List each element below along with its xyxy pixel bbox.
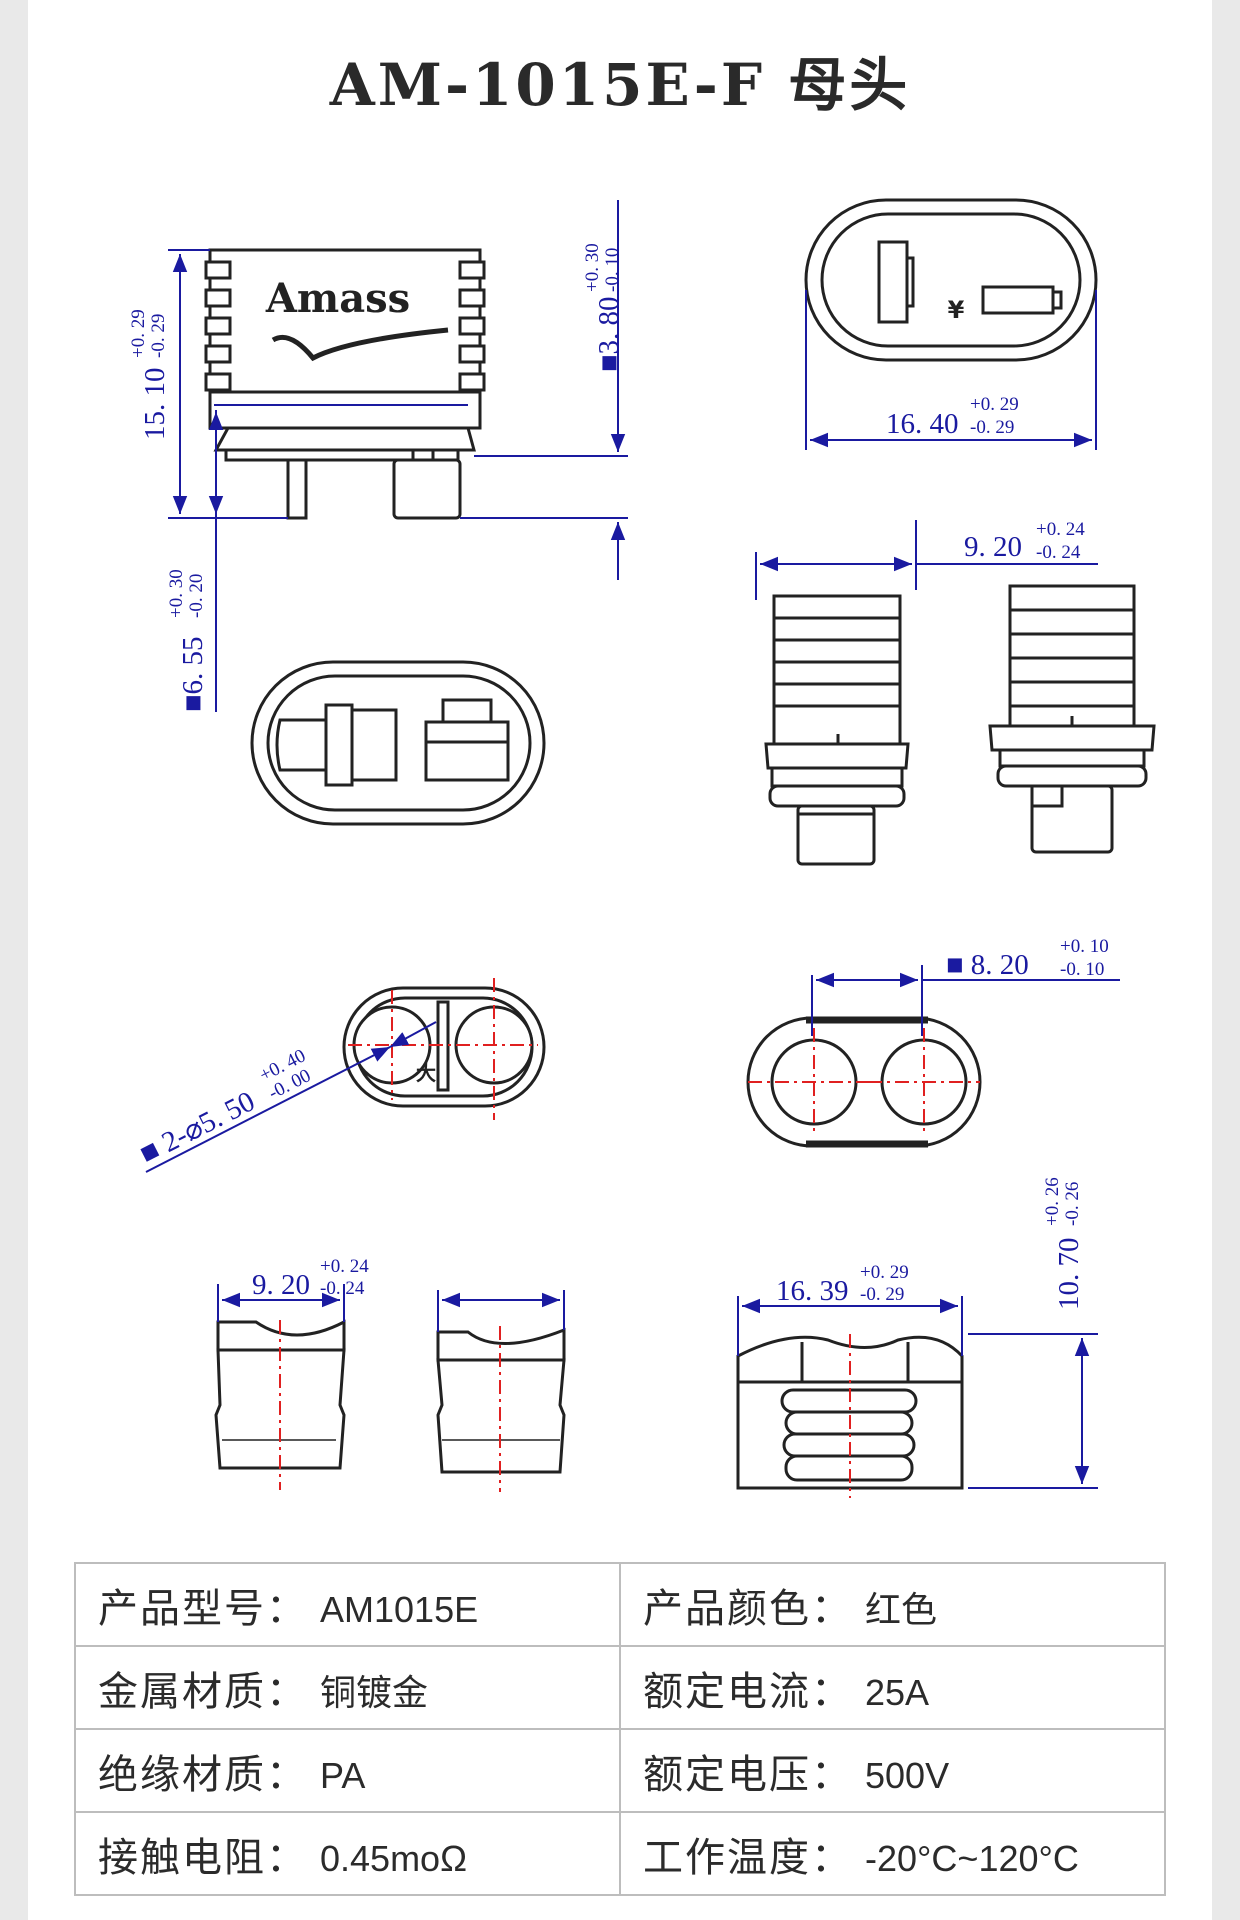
svg-text:-0. 10: -0. 10 bbox=[1060, 959, 1104, 980]
page-title: AM-1015E-F 母头 bbox=[329, 51, 911, 119]
dimension-insertion-depth: ■6. 55 +0. 30 -0. 20 bbox=[166, 569, 209, 712]
dimension-hole-diameter: ■ 2-⌀5. 50 +0. 40 -0. 00 bbox=[135, 1045, 315, 1170]
svg-text:大: 大 bbox=[416, 1061, 436, 1085]
svg-text:■ 2-⌀5. 50: ■ 2-⌀5. 50 bbox=[135, 1085, 260, 1170]
spec-cell-metal: 金属材质：铜镀金 bbox=[74, 1645, 621, 1730]
body-view-front bbox=[736, 1335, 964, 1490]
svg-text:¥: ¥ bbox=[948, 296, 965, 324]
spec-cell-model: 产品型号：AM1015E bbox=[74, 1562, 621, 1647]
spec-cell-resistance: 接触电阻：0.45moΩ bbox=[74, 1811, 621, 1896]
svg-text:+0. 29: +0. 29 bbox=[128, 309, 149, 358]
dimension-body-height: 10. 70 +0. 26 -0. 26 bbox=[1042, 1177, 1085, 1310]
spec-row: 接触电阻：0.45moΩ 工作温度：-20°C~120°C bbox=[74, 1811, 1166, 1896]
dimensions-view-7 bbox=[217, 1284, 565, 1332]
svg-text:+0. 30: +0. 30 bbox=[582, 243, 603, 292]
front-face-view: ¥ bbox=[804, 198, 1098, 362]
svg-text:■6. 55: ■6. 55 bbox=[177, 636, 209, 712]
svg-text:+0. 24: +0. 24 bbox=[1036, 519, 1085, 540]
svg-text:■3. 80: ■3. 80 bbox=[593, 296, 625, 372]
svg-text:-0. 24: -0. 24 bbox=[320, 1278, 365, 1299]
dimensions-view-1 bbox=[168, 200, 628, 712]
svg-text:+0. 24: +0. 24 bbox=[320, 1256, 369, 1277]
dimension-body-width-side: 9. 20 +0. 24 -0. 24 bbox=[964, 519, 1085, 563]
page: AM-1015E-F 母头 Amass bbox=[28, 0, 1212, 1920]
spec-cell-temperature: 工作温度：-20°C~120°C bbox=[619, 1811, 1166, 1896]
contact-hole-view: 大 bbox=[342, 986, 546, 1108]
svg-text:9. 20: 9. 20 bbox=[964, 531, 1022, 563]
side-view-with-logo: Amass bbox=[204, 248, 486, 520]
rear-face-view bbox=[250, 660, 546, 826]
dimensions-view-5 bbox=[145, 1021, 437, 1173]
dimensions-view-4 bbox=[755, 520, 1098, 600]
svg-text:16. 39: 16. 39 bbox=[776, 1275, 849, 1307]
svg-text:+0. 29: +0. 29 bbox=[970, 394, 1019, 415]
svg-text:9. 20: 9. 20 bbox=[252, 1269, 310, 1301]
spec-table: 产品型号：AM1015E 产品颜色：红色 金属材质：铜镀金 额定电流：25A 绝… bbox=[74, 1562, 1166, 1896]
dimension-pitch: ■ 8. 20 +0. 10 -0. 10 bbox=[946, 936, 1109, 981]
svg-text:+0. 30: +0. 30 bbox=[166, 569, 187, 618]
spec-cell-voltage: 额定电压：500V bbox=[619, 1728, 1166, 1813]
dimensions-view-8 bbox=[737, 1296, 1098, 1489]
dimension-body-width-bottom: 9. 20 +0. 24 -0. 24 bbox=[252, 1256, 369, 1301]
dimension-height-total: 15. 10 +0. 29 -0. 29 bbox=[128, 309, 171, 440]
center-lines-view-6 bbox=[748, 1028, 980, 1136]
spec-row: 产品型号：AM1015E 产品颜色：红色 bbox=[74, 1562, 1166, 1647]
svg-text:-0. 24: -0. 24 bbox=[1036, 542, 1081, 563]
dimension-body-width-front: 16. 39 +0. 29 -0. 29 bbox=[776, 1262, 909, 1307]
svg-text:-0. 10: -0. 10 bbox=[602, 248, 623, 292]
dimension-width-face: 16. 40 +0. 29 -0. 29 bbox=[886, 394, 1019, 440]
svg-text:+0. 29: +0. 29 bbox=[860, 1262, 909, 1283]
center-lines-view-7 bbox=[279, 1320, 501, 1492]
svg-text:■ 8. 20: ■ 8. 20 bbox=[946, 949, 1029, 981]
brand-logo: Amass bbox=[265, 275, 410, 322]
side-elevation-right bbox=[988, 584, 1156, 854]
svg-text:-0. 20: -0. 20 bbox=[186, 574, 207, 618]
spec-cell-insulation: 绝缘材质：PA bbox=[74, 1728, 621, 1813]
svg-text:-0. 29: -0. 29 bbox=[148, 314, 169, 358]
svg-text:-0. 29: -0. 29 bbox=[970, 417, 1014, 438]
dimension-pin-length: ■3. 80 +0. 30 -0. 10 bbox=[582, 243, 625, 372]
technical-drawing: Amass 15. 10 +0. 29 -0. 29 ■3. 80 +0. 30… bbox=[128, 198, 1156, 1498]
svg-text:15. 10: 15. 10 bbox=[139, 368, 171, 441]
spec-row: 绝缘材质：PA 额定电压：500V bbox=[74, 1728, 1166, 1813]
svg-text:-0. 26: -0. 26 bbox=[1062, 1182, 1083, 1226]
svg-text:+0. 26: +0. 26 bbox=[1042, 1177, 1063, 1226]
svg-text:10. 70: 10. 70 bbox=[1053, 1238, 1085, 1311]
side-elevation-left bbox=[764, 594, 910, 866]
spec-cell-color: 产品颜色：红色 bbox=[619, 1562, 1166, 1647]
svg-text:-0. 29: -0. 29 bbox=[860, 1284, 904, 1305]
svg-text:16. 40: 16. 40 bbox=[886, 408, 959, 440]
dimensions-view-2 bbox=[805, 290, 1097, 450]
svg-text:+0. 10: +0. 10 bbox=[1060, 936, 1109, 957]
dimensions-view-6 bbox=[811, 965, 1120, 1036]
spec-cell-current: 额定电流：25A bbox=[619, 1645, 1166, 1730]
spec-row: 金属材质：铜镀金 额定电流：25A bbox=[74, 1645, 1166, 1730]
